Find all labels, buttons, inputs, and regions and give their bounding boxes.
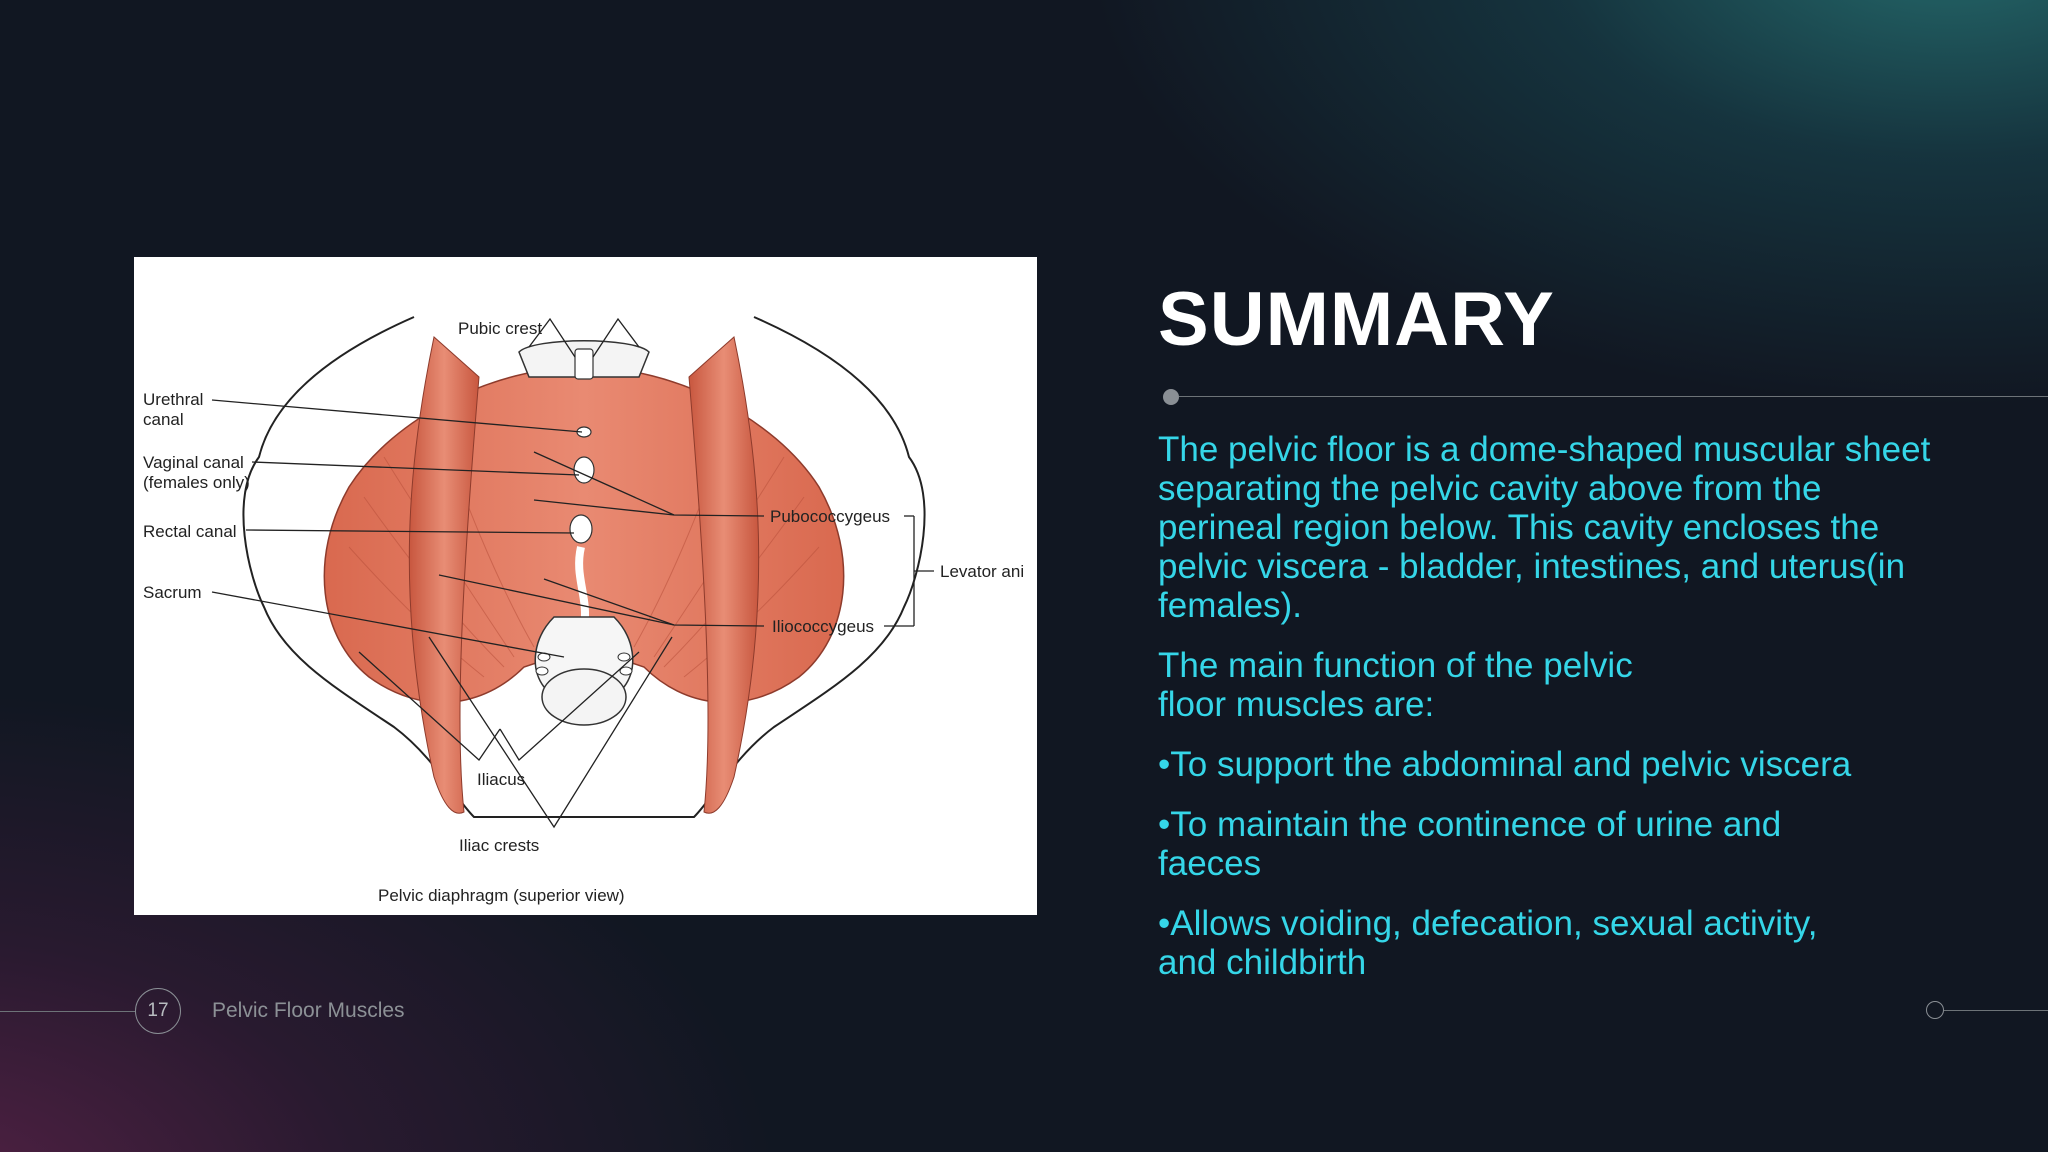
label-vaginal-canal-1: Vaginal canal [143,453,244,472]
figure-caption: Pelvic diaphragm (superior view) [378,886,625,905]
summary-bullet: •Allows voiding, defecation, sexual acti… [1158,904,1818,982]
footer-line-right [1944,1010,2048,1011]
label-iliacus: Iliacus [477,770,525,789]
footer-circle-right [1926,1001,1944,1019]
footer-title: Pelvic Floor Muscles [212,999,405,1022]
summary-bullet: •To support the abdominal and pelvic vis… [1158,745,1852,784]
label-iliac-crests: Iliac crests [459,836,539,855]
summary-body: The pelvic floor is a dome-shaped muscul… [1158,430,1938,1003]
title-rule-dot [1163,389,1179,405]
label-urethral-canal-1: Urethral [143,390,203,409]
label-vaginal-canal-2: (females only) [143,473,250,492]
footer-line-left [0,1011,135,1012]
summary-function-intro: The main function of the pelvic floor mu… [1158,646,1633,724]
label-iliococcygeus: Iliococcygeus [772,617,874,636]
pelvic-diaphragm-illustration: Pubic crest Urethral canal Vaginal canal… [143,316,1024,905]
summary-bullet: •To maintain the continence of urine and… [1158,805,1782,883]
label-levator-ani: Levator ani [940,562,1024,581]
label-sacrum: Sacrum [143,583,202,602]
slide-title: SUMMARY [1158,277,1555,362]
label-rectal-canal: Rectal canal [143,522,237,541]
page-number: 17 [135,988,181,1034]
label-pubic-crest: Pubic crest [458,319,542,338]
label-pubococcygeus: Pubococcygeus [770,507,890,526]
pelvic-diaphragm-figure: Pubic crest Urethral canal Vaginal canal… [134,257,1037,915]
summary-paragraph: The pelvic floor is a dome-shaped muscul… [1158,430,1931,625]
title-rule-line [1179,396,2048,397]
label-urethral-canal-2: canal [143,410,184,429]
